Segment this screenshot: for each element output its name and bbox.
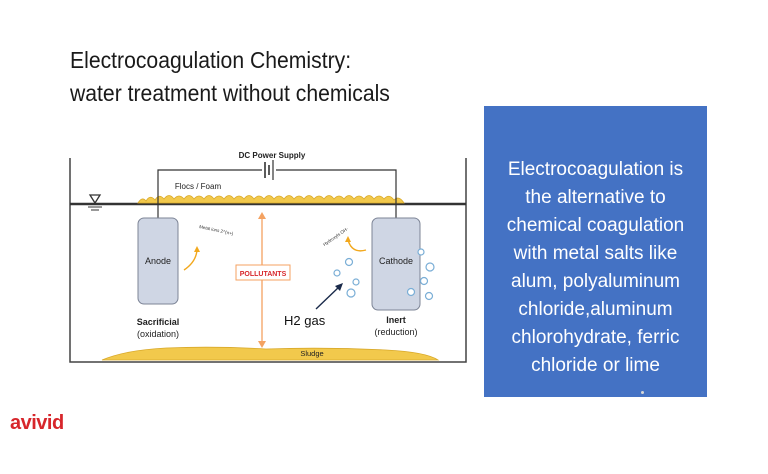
foam-layer bbox=[137, 195, 405, 204]
info-box bbox=[484, 106, 707, 397]
reduction-label: (reduction) bbox=[374, 327, 417, 337]
battery-icon bbox=[264, 160, 274, 180]
electrocoagulation-diagram: DC Power Supply Flocs / Foam Anode Catho… bbox=[66, 146, 470, 371]
power-supply-label: DC Power Supply bbox=[239, 151, 306, 160]
cathode-electrode bbox=[371, 217, 421, 311]
h2-pointer-arrow bbox=[315, 285, 341, 310]
info-line: with metal salts like bbox=[513, 243, 678, 264]
info-line: chloride or lime bbox=[531, 355, 660, 376]
info-line: alum, polyaluminum bbox=[511, 271, 680, 292]
decorative-dot bbox=[641, 391, 644, 394]
info-line: chloride,aluminum bbox=[518, 299, 673, 320]
sludge-layer bbox=[101, 346, 440, 361]
tank-outline bbox=[69, 158, 467, 363]
cathode-wire bbox=[276, 169, 397, 218]
hydroxyl-label: Hydroxyls OH- bbox=[322, 226, 349, 247]
inert-label: Inert bbox=[386, 315, 406, 325]
info-box-text: Electrocoagulation is the alternative to… bbox=[484, 156, 707, 380]
flocs-label: Flocs / Foam bbox=[175, 182, 222, 191]
info-line: chlorohydrate, ferric bbox=[511, 327, 680, 348]
cathode-label: Cathode bbox=[379, 256, 413, 266]
title-line-2: water treatment without chemicals bbox=[70, 80, 390, 106]
metal-ions-label: Metal ions Z^(n+) bbox=[199, 224, 235, 236]
pollutants-label: POLLUTANTS bbox=[240, 271, 287, 278]
anode-label: Anode bbox=[145, 256, 171, 266]
anode-electrode bbox=[137, 217, 179, 305]
avivid-logo: avivid bbox=[10, 412, 64, 434]
hydroxyl-arrow bbox=[347, 239, 367, 252]
anode-wire bbox=[157, 169, 262, 218]
sacrificial-label: Sacrificial bbox=[137, 317, 180, 327]
title-line-1: Electrocoagulation Chemistry: bbox=[70, 47, 352, 73]
info-line: the alternative to bbox=[525, 187, 666, 208]
pollutants-box bbox=[235, 264, 291, 281]
water-level-icon bbox=[88, 194, 102, 211]
metal-ions-arrow bbox=[183, 249, 198, 271]
h2-gas-label: H2 gas bbox=[284, 313, 326, 328]
info-line: chemical coagulation bbox=[506, 215, 685, 236]
oxidation-label: (oxidation) bbox=[137, 329, 179, 339]
info-line: Electrocoagulation is bbox=[507, 159, 684, 180]
h2-bubbles bbox=[333, 248, 435, 301]
slide-title: Electrocoagulation Chemistry: water trea… bbox=[70, 44, 390, 110]
sludge-label: Sludge bbox=[300, 349, 323, 358]
